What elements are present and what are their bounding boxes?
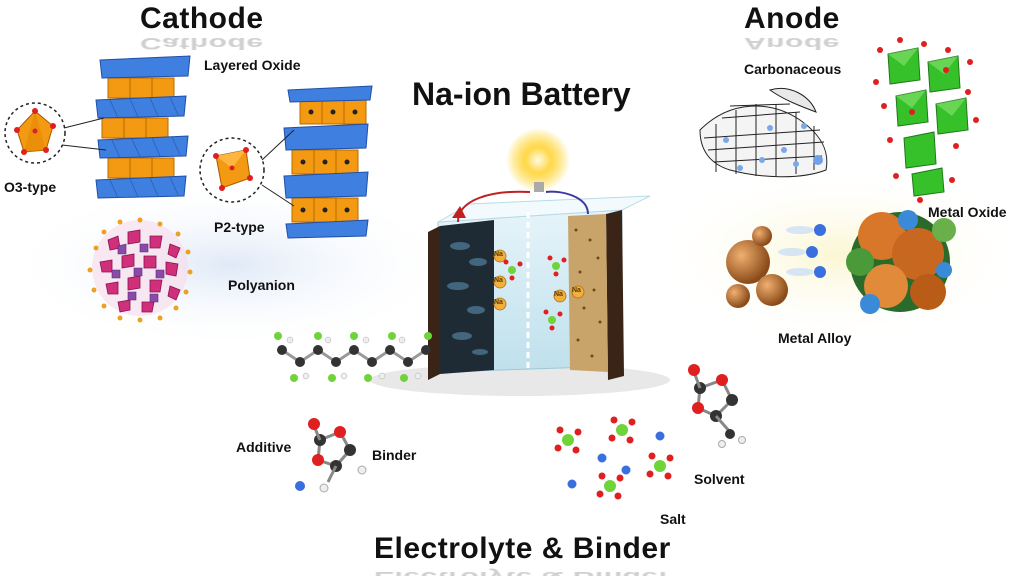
- na-ion-label: Na: [494, 251, 503, 258]
- label-metal-oxide: Metal Oxide: [928, 204, 1007, 220]
- electrolyte-binder-heading: Electrolyte & Binder: [374, 532, 671, 565]
- additive-molecule: [295, 418, 367, 493]
- label-solvent: Solvent: [694, 471, 745, 487]
- anode-heading: Anode: [744, 2, 840, 35]
- label-additive: Additive: [236, 439, 292, 455]
- electrolyte-binder-heading-reflection: Electrolyte & Binder: [374, 568, 671, 576]
- label-metal-alloy: Metal Alloy: [778, 330, 852, 346]
- na-ion-label: Na: [494, 299, 503, 306]
- anode-heading-reflection: Anode: [744, 34, 840, 53]
- label-layered-oxide: Layered Oxide: [204, 57, 301, 73]
- na-ion-label: Na: [554, 291, 563, 298]
- label-binder: Binder: [372, 447, 417, 463]
- metal-alloy-structure: [726, 210, 956, 314]
- cathode-glow: [0, 180, 460, 350]
- salt-molecules: [554, 416, 674, 500]
- na-ion-label: Na: [572, 287, 581, 294]
- label-salt: Salt: [660, 511, 686, 527]
- binder-molecule: [274, 332, 432, 382]
- anode-glow: [650, 165, 1024, 345]
- p2-layered-oxide-structure: [283, 85, 373, 239]
- o3-octahedron-zoom: [4, 102, 107, 164]
- p2-octahedron-zoom: [199, 129, 295, 207]
- label-carbonaceous: Carbonaceous: [744, 61, 842, 77]
- solvent-molecule: [688, 364, 746, 448]
- polyanion-structure: [87, 217, 193, 323]
- label-polyanion: Polyanion: [228, 277, 295, 293]
- battery-cell: [370, 128, 670, 396]
- o3-layered-oxide-structure: [95, 55, 191, 199]
- carbonaceous-structure: [699, 88, 828, 178]
- metal-oxide-structure: [873, 37, 979, 203]
- cathode-heading-reflection: Cathode: [140, 34, 264, 53]
- label-o3-type: O3-type: [4, 179, 57, 195]
- page-title: Na-ion Battery: [412, 76, 631, 112]
- cell-anions: [503, 255, 567, 331]
- cathode-heading: Cathode: [140, 2, 264, 35]
- na-ion-label: Na: [494, 277, 503, 284]
- label-p2-type: P2-type: [214, 219, 265, 235]
